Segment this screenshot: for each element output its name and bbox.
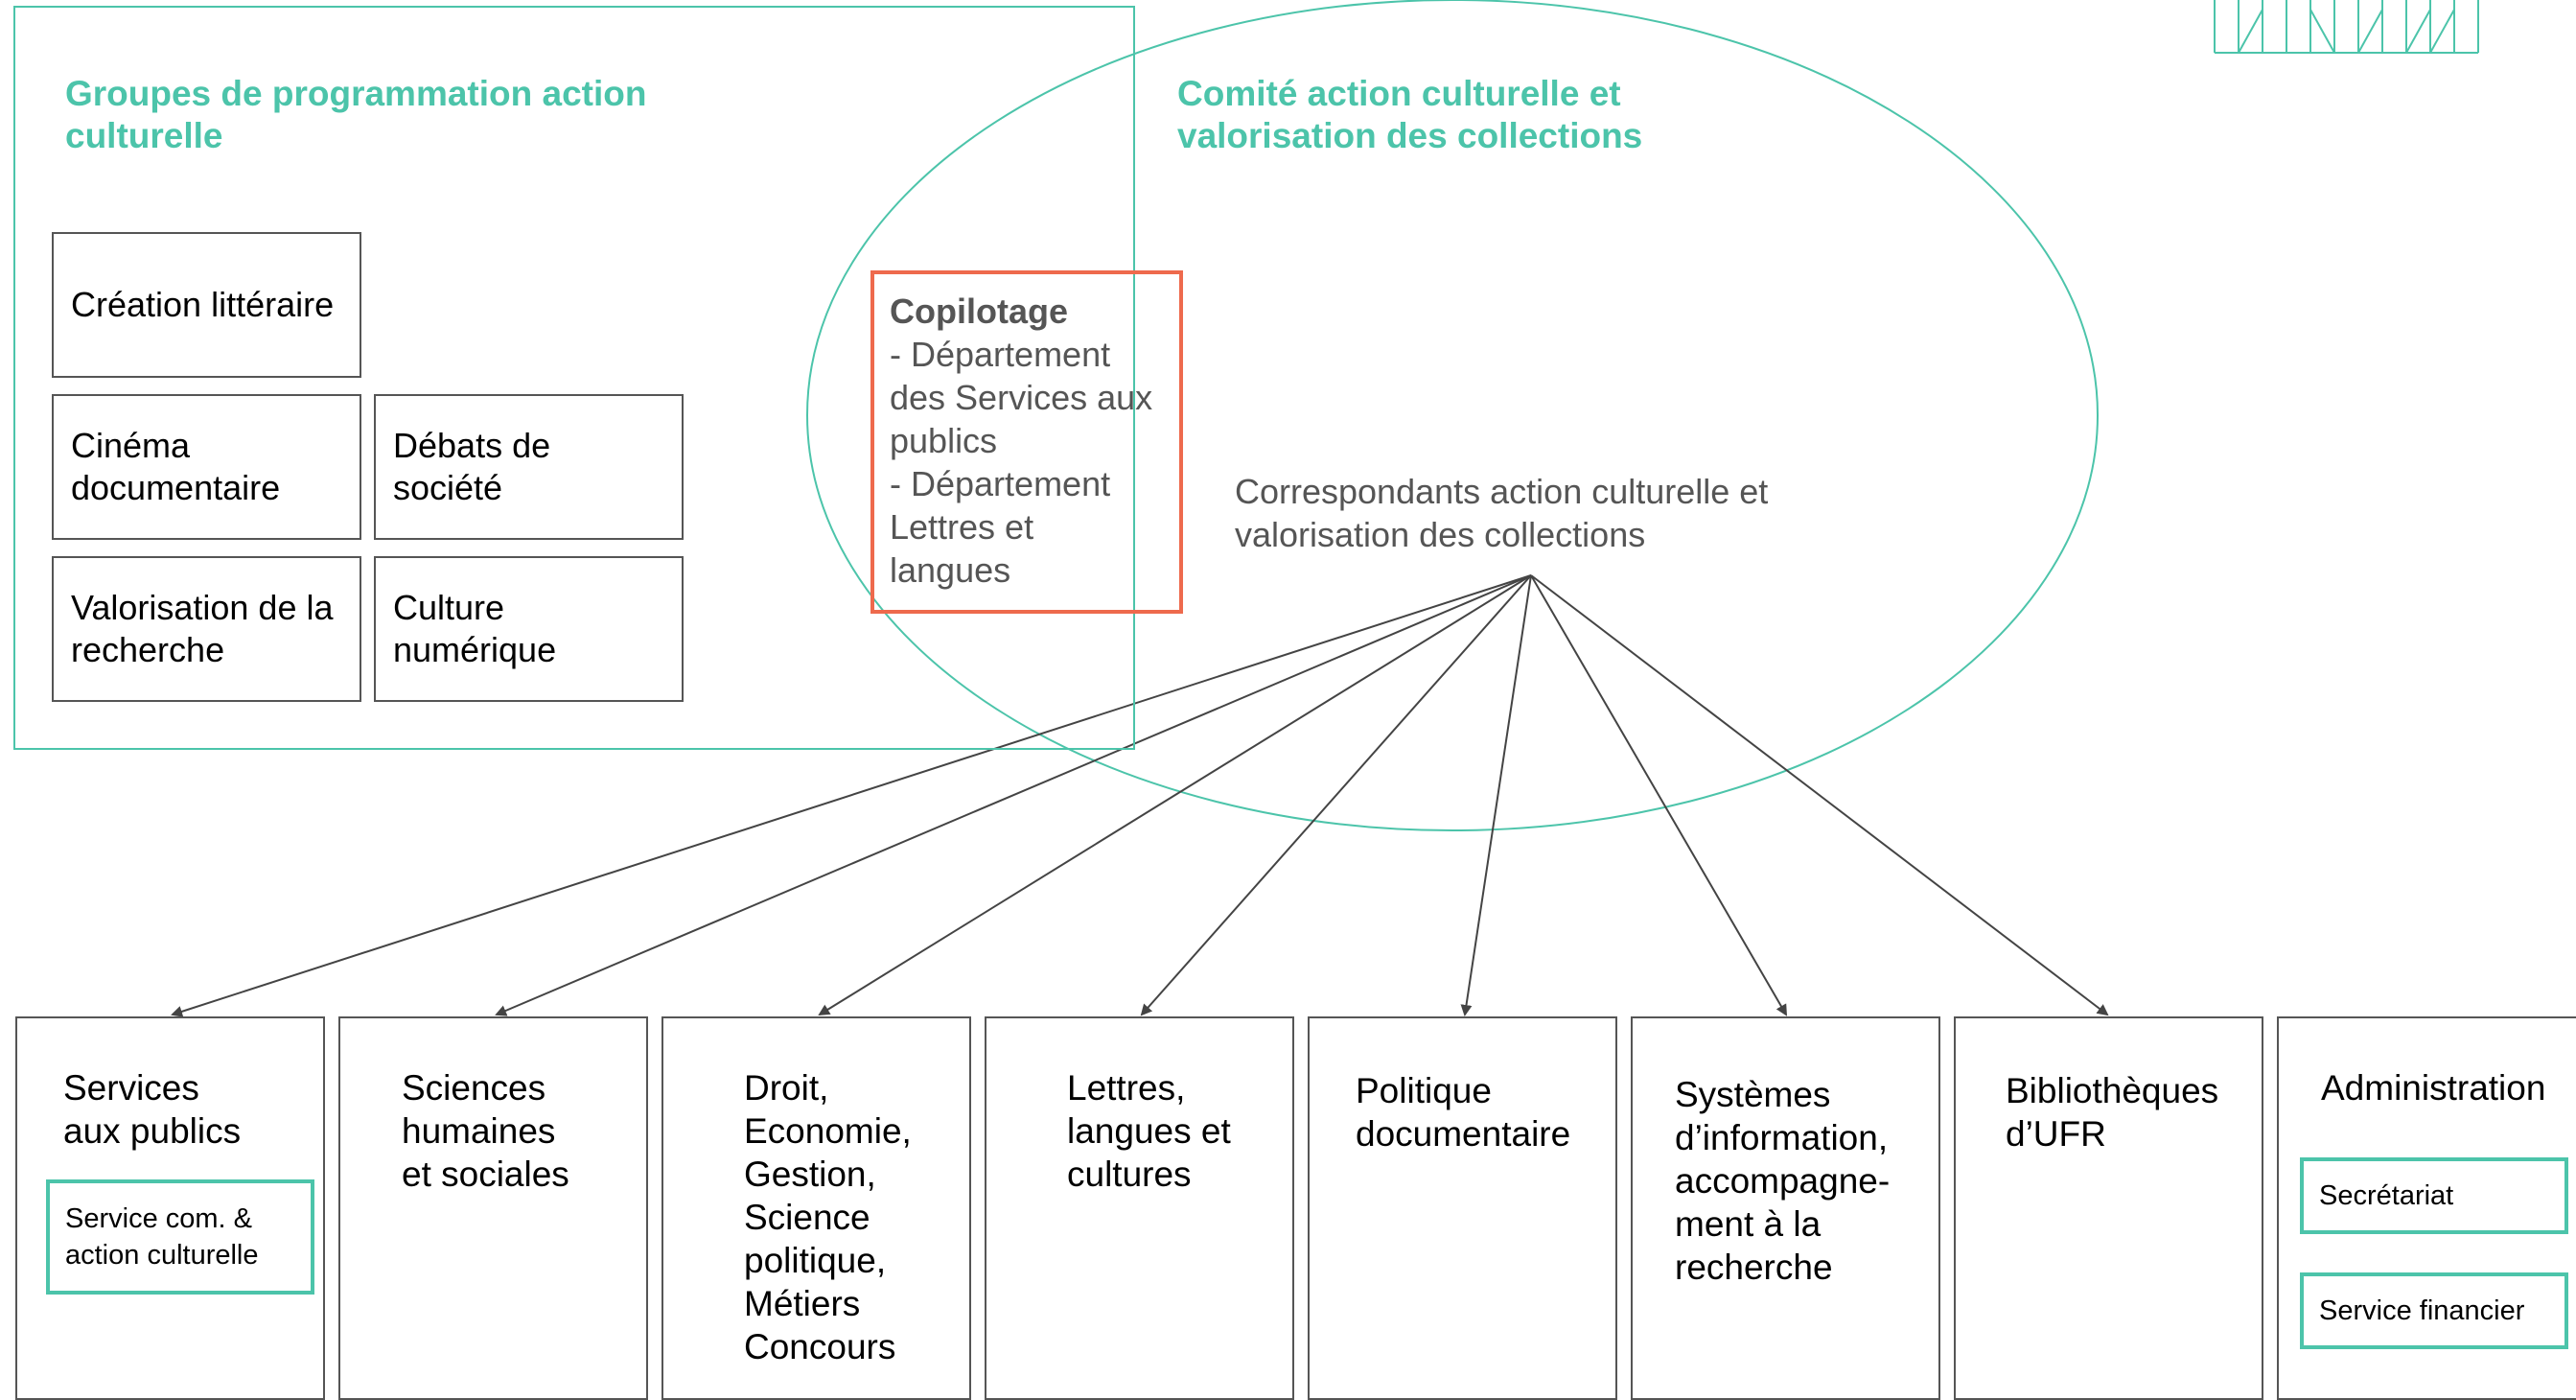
dept-label: Administration: [2321, 1068, 2546, 1108]
group-culture-numerique: Culture numérique: [374, 556, 684, 702]
group-creation-litteraire: Création littéraire: [52, 232, 361, 378]
group-debats-de-societe: Débats de société: [374, 394, 684, 540]
comite-title: Comité action culturelle et valorisation…: [1177, 74, 1643, 155]
dept-label: Systèmes d’information, accompagne- ment…: [1675, 1075, 1891, 1287]
arrow-services-publics: [171, 574, 1532, 1017]
group-label: Culture numérique: [393, 588, 557, 669]
copilotage-box: Copilotage - Département des Services au…: [870, 270, 1183, 614]
dept-bibliotheques-ufr: Bibliothèques d’UFR: [1954, 1016, 2263, 1400]
groups-title: Groupes de programmation action culturel…: [65, 74, 647, 155]
arrow-sciences-humaines: [495, 574, 1532, 1016]
dept-sciences-humaines: Sciences humaines et sociales: [338, 1016, 648, 1400]
dept-label: Sciences humaines et sociales: [402, 1068, 569, 1194]
dept-lettres-langues: Lettres, langues et cultures: [985, 1016, 1294, 1400]
logo-icon: [2214, 0, 2479, 54]
arrow-systemes-information: [1530, 574, 1788, 1016]
sub-service-com: Service com. & action culturelle: [46, 1179, 314, 1295]
comite-ellipse: [806, 0, 2099, 831]
dept-label: Bibliothèques d’UFR: [2006, 1071, 2219, 1154]
dept-label: Politique documentaire: [1356, 1071, 1571, 1154]
group-label: Débats de société: [393, 426, 551, 507]
group-cinema-documentaire: Cinéma documentaire: [52, 394, 361, 540]
group-label: Valorisation de la recherche: [71, 588, 334, 669]
arrow-politique-documentaire: [1460, 574, 1532, 1016]
dept-administration: Administration Secrétariat Service finan…: [2277, 1016, 2576, 1400]
dept-services-publics: Services aux publics Service com. & acti…: [15, 1016, 325, 1400]
dept-droit-economie: Droit, Economie, Gestion, Science politi…: [661, 1016, 971, 1400]
correspondant-arrows: [171, 574, 2109, 1017]
dept-label: Services aux publics: [63, 1068, 242, 1151]
dept-politique-documentaire: Politique documentaire: [1308, 1016, 1617, 1400]
sub-service-financier: Service financier: [2300, 1272, 2568, 1349]
copilotage-body: - Département des Services aux publics -…: [890, 335, 1153, 590]
arrow-bibliotheques-ufr: [1530, 574, 2109, 1016]
groups-frame: [13, 6, 1135, 750]
arrow-lettres-langues: [1140, 574, 1532, 1016]
dept-systemes-information: Systèmes d’information, accompagne- ment…: [1631, 1016, 1940, 1400]
group-label: Création littéraire: [71, 285, 335, 324]
dept-label: Droit, Economie, Gestion, Science politi…: [744, 1068, 912, 1366]
dept-label: Lettres, langues et cultures: [1067, 1068, 1231, 1194]
copilotage-title: Copilotage: [890, 292, 1068, 331]
sub-secretariat: Secrétariat: [2300, 1157, 2568, 1234]
correspondants-label: Correspondants action culturelle et valo…: [1235, 472, 1769, 554]
group-valorisation-recherche: Valorisation de la recherche: [52, 556, 361, 702]
group-label: Cinéma documentaire: [71, 426, 281, 507]
arrow-droit-economie: [818, 574, 1532, 1016]
